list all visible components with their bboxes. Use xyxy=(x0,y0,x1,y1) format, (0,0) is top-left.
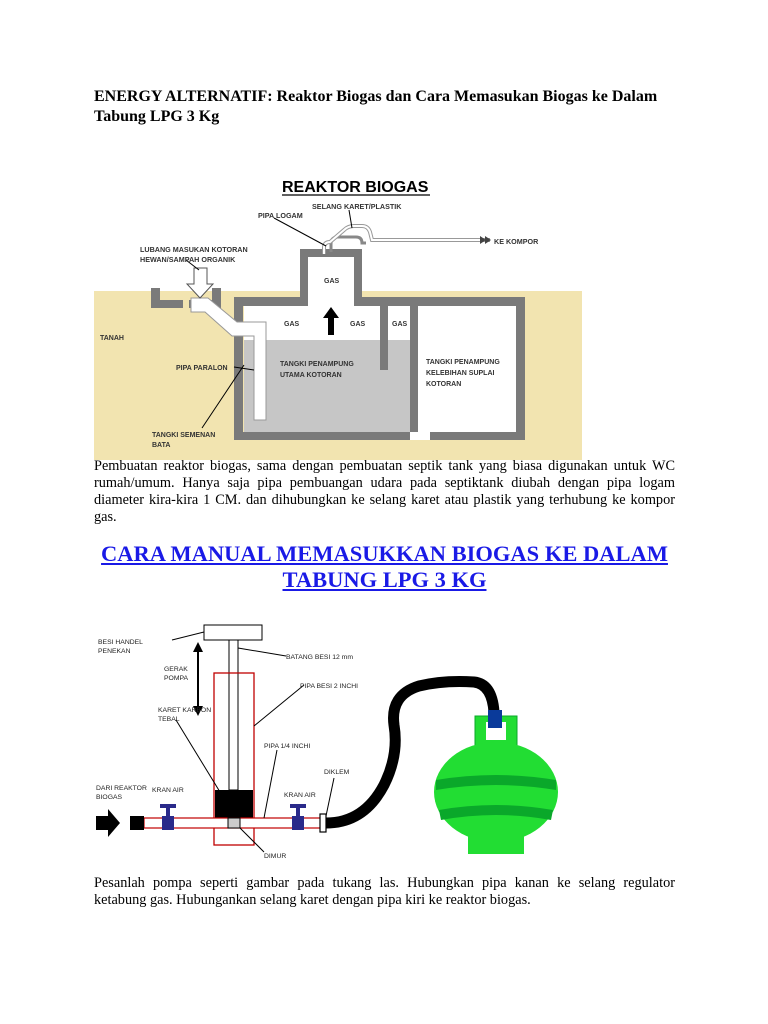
label-tangki-kelebihan-1: TANGKI PENAMPUNG xyxy=(426,359,500,366)
paragraph-2: Pesanlah pompa seperti gambar pada tukan… xyxy=(94,875,675,908)
label-selang: SELANG KARET/PLASTIK xyxy=(312,202,402,211)
label-karet-1: KARET KARBON xyxy=(158,707,211,714)
label-kran-air-left: KRAN AIR xyxy=(152,787,184,794)
label-dimur: DIMUR xyxy=(264,853,286,860)
label-lubang-2: HEWAN/SAMPAH ORGANIK xyxy=(140,255,236,264)
pump-nut xyxy=(227,817,241,829)
fig1-title: REAKTOR BIOGAS xyxy=(282,179,429,196)
label-semenan-2: BATA xyxy=(152,442,170,449)
label-batang-besi: BATANG BESI 12 mm xyxy=(286,654,353,661)
pump-cylinder xyxy=(213,672,255,846)
label-pipa-besi: PIPA BESI 2 INCHI xyxy=(300,683,358,690)
label-tangki-utama-2: UTAMA KOTORAN xyxy=(280,372,342,379)
pump-rod xyxy=(228,639,239,791)
label-tangki-kelebihan-2: KELEBIHAN SUPLAI xyxy=(426,370,495,377)
label-gas-right: GAS xyxy=(392,321,408,328)
section-heading[interactable]: CARA MANUAL MEMASUKKAN BIOGAS KE DALAM T… xyxy=(101,541,668,592)
label-kran-air-right: KRAN AIR xyxy=(284,792,316,799)
paragraph-1: Pembuatan reaktor biogas, sama dengan pe… xyxy=(94,458,675,525)
label-tanah: TANAH xyxy=(100,335,124,342)
clamp xyxy=(319,813,327,833)
label-semenan-1: TANGKI SEMENAN xyxy=(152,432,215,439)
pompa-manual-diagram: BESI HANDEL PENEKAN BATANG BESI 12 mm GE… xyxy=(96,624,558,860)
label-besi-handel-1: BESI HANDEL xyxy=(98,639,143,646)
lpg-tank xyxy=(434,710,558,854)
label-besi-handel-2: PENEKAN xyxy=(98,648,131,655)
label-gerak-1: GERAK xyxy=(164,666,188,673)
label-lubang-1: LUBANG MASUKAN KOTORAN xyxy=(140,245,248,254)
label-pipa-logam: PIPA LOGAM xyxy=(258,211,303,220)
label-gas-left: GAS xyxy=(284,321,300,328)
document-title: ENERGY ALTERNATIF: Reaktor Biogas dan Ca… xyxy=(94,88,658,125)
right-valve xyxy=(290,804,306,830)
right-arrow-icon xyxy=(96,809,144,837)
pump-piston xyxy=(215,790,253,818)
label-karet-2: TEBAL xyxy=(158,716,180,723)
label-pipa-quarter: PIPA 1/4 INCHI xyxy=(264,743,310,750)
down-arrow-icon xyxy=(185,267,215,299)
label-tangki-kelebihan-3: KOTORAN xyxy=(426,381,461,388)
double-arrow-icon xyxy=(193,642,203,716)
black-hose xyxy=(325,676,500,829)
reaktor-biogas-diagram: REAKTOR BIOGAS SELANG KARET/PLASTIK PIPA… xyxy=(94,179,582,460)
double-arrow-icon xyxy=(480,236,491,244)
label-gerak-2: POMPA xyxy=(164,675,189,682)
label-pipa-paralon: PIPA PARALON xyxy=(176,365,228,372)
label-dari-2: BIOGAS xyxy=(96,794,123,801)
label-gas-mid: GAS xyxy=(350,321,366,328)
label-ke-kompor: KE KOMPOR xyxy=(494,237,539,246)
label-gas-dome: GAS xyxy=(324,278,340,285)
paralon-pipe xyxy=(190,297,267,421)
pump-handle xyxy=(203,624,263,641)
label-dari-1: DARI REAKTOR xyxy=(96,785,147,792)
up-arrow-icon xyxy=(323,307,339,335)
label-diklem: DIKLEM xyxy=(324,769,350,776)
label-tangki-utama-1: TANGKI PENAMPUNG xyxy=(280,361,354,368)
left-valve xyxy=(160,804,176,830)
